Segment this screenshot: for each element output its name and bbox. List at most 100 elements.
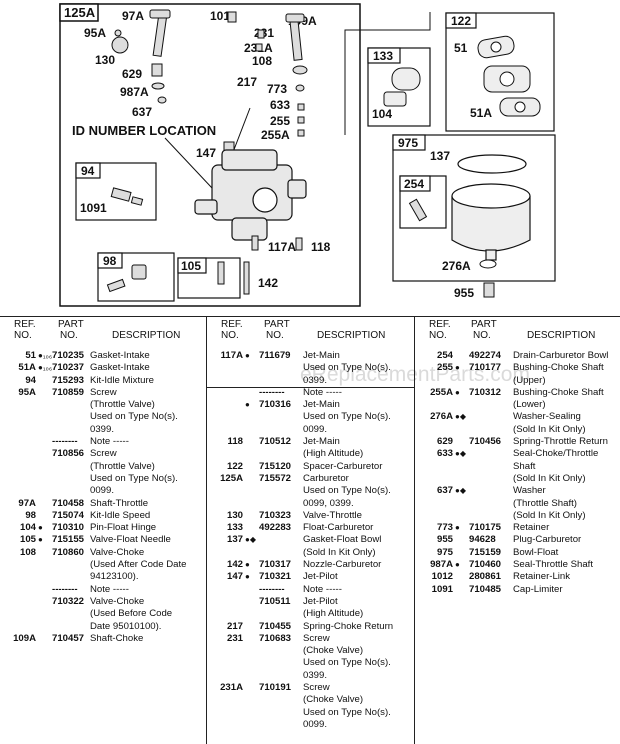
part-number: 715120: [259, 460, 292, 472]
part-description: (Sold In Kit Only): [513, 509, 586, 521]
callout-122: 122: [451, 14, 471, 28]
part-description: (Sold In Kit Only): [513, 423, 586, 435]
ref-number: 51A: [18, 362, 36, 374]
ref-number: 217: [226, 620, 243, 632]
callout-98: 98: [103, 254, 117, 268]
ref-number: 98: [25, 509, 36, 521]
header-part: PART: [471, 319, 497, 330]
part-description: (Throttle Valve): [90, 399, 155, 411]
callout-1091: 1091: [80, 201, 107, 215]
part-description: Jet-Main: [303, 399, 340, 411]
callout-255A: 255A: [261, 128, 290, 142]
part-description: (Throttle Valve): [90, 460, 155, 472]
callout-105: 105: [181, 259, 201, 273]
part-description: (Lower): [513, 399, 546, 411]
kit-marker: ●: [455, 387, 460, 397]
callout-254: 254: [404, 177, 424, 191]
part-description: Jet-Main: [303, 436, 340, 448]
callout-125A: 125A: [64, 5, 96, 20]
callout-133: 133: [373, 49, 393, 63]
ref-number: 122: [226, 460, 243, 472]
part-description: Kit-Idle Mixture: [90, 374, 154, 386]
part-description: Seal-Throttle Shaft: [513, 559, 593, 571]
part-description: Date 95010100).: [90, 620, 162, 632]
ref-number: 955: [436, 534, 453, 546]
part-description: Washer: [513, 485, 546, 497]
table-row: (Sold In Kit Only): [415, 473, 620, 485]
part-description: Bowl-Float: [513, 546, 559, 558]
ref-number: 629: [436, 436, 453, 448]
part-description: Carburetor: [303, 472, 349, 484]
table-row: (Throttle Valve): [0, 461, 205, 473]
callout-117A: 117A: [268, 240, 296, 254]
table-row: (High Altitude): [207, 448, 414, 460]
table-row: Used on Type No(s).: [207, 657, 414, 669]
table-row: Used on Type No(s).: [0, 411, 205, 423]
part-description: Used on Type No(s).: [303, 657, 391, 669]
callout-108: 108: [252, 54, 272, 68]
part-description: Spring-Choke Return: [303, 620, 394, 632]
part-number: 710312: [469, 386, 502, 398]
part-description: Used on Type No(s).: [303, 706, 391, 718]
part-description: Retainer-Link: [513, 571, 571, 583]
header-part-no: NO.: [473, 330, 491, 341]
ref-number: 51: [25, 350, 36, 361]
callout-95A: 95A: [84, 26, 106, 40]
table-row: (Sold In Kit Only): [415, 510, 620, 522]
part-description: Screw: [303, 632, 330, 644]
kit-marker: ●: [455, 363, 460, 373]
callout-955: 955: [454, 286, 474, 300]
callout-51: 51: [454, 41, 468, 55]
part-description: (Used After Code Date: [90, 559, 187, 571]
callout-629: 629: [122, 67, 142, 81]
part-number: 710457: [52, 632, 85, 644]
part-number: 94628: [469, 534, 496, 546]
callout-box-122: [445, 12, 555, 132]
part-number: 710175: [469, 522, 502, 534]
part-number: --------: [259, 583, 285, 595]
table-row: (Upper): [415, 375, 620, 387]
ref-number: 117A: [220, 350, 243, 361]
callout-box-105: [177, 257, 241, 299]
part-description: Used on Type No(s).: [303, 485, 391, 497]
part-description: Note -----: [303, 583, 342, 595]
part-number: 715155: [52, 534, 85, 546]
callout-975: 975: [398, 136, 418, 150]
part-number: 492274: [469, 350, 502, 361]
callout-97A: 97A: [122, 9, 144, 23]
part-description: Used on Type No(s).: [303, 411, 391, 423]
column-header: REF. NO. PART NO. DESCRIPTION: [0, 316, 205, 346]
callout-94: 94: [81, 164, 95, 178]
part-description: 0399.: [90, 423, 115, 435]
callout-51A: 51A: [470, 106, 492, 120]
part-number: --------: [52, 436, 78, 448]
ref-number: 276A: [430, 411, 453, 423]
ref-number: 109A: [13, 632, 36, 644]
callout-118: 118: [311, 240, 331, 254]
part-number: 280861: [469, 571, 502, 583]
part-number: 715293: [52, 374, 85, 386]
part-description: Gasket-Intake: [90, 350, 150, 361]
part-description: Shaft-Choke: [90, 632, 144, 644]
part-number: 710859: [52, 386, 85, 398]
part-description: Bushing-Choke Shaft: [513, 386, 604, 398]
ref-number: 97A: [18, 497, 36, 509]
ref-number: 137: [226, 534, 243, 546]
callout-773: 773: [267, 82, 287, 96]
table-row: --------Note -----: [0, 584, 205, 596]
ref-number: 105: [19, 534, 36, 546]
table-row: 0099.: [207, 424, 414, 436]
part-number: 710458: [52, 497, 85, 509]
callout-box-125A: [59, 3, 99, 22]
part-description: Gasket-Float Bowl: [303, 534, 382, 546]
ref-number: 1091: [431, 583, 453, 595]
part-number: 710460: [469, 559, 502, 571]
